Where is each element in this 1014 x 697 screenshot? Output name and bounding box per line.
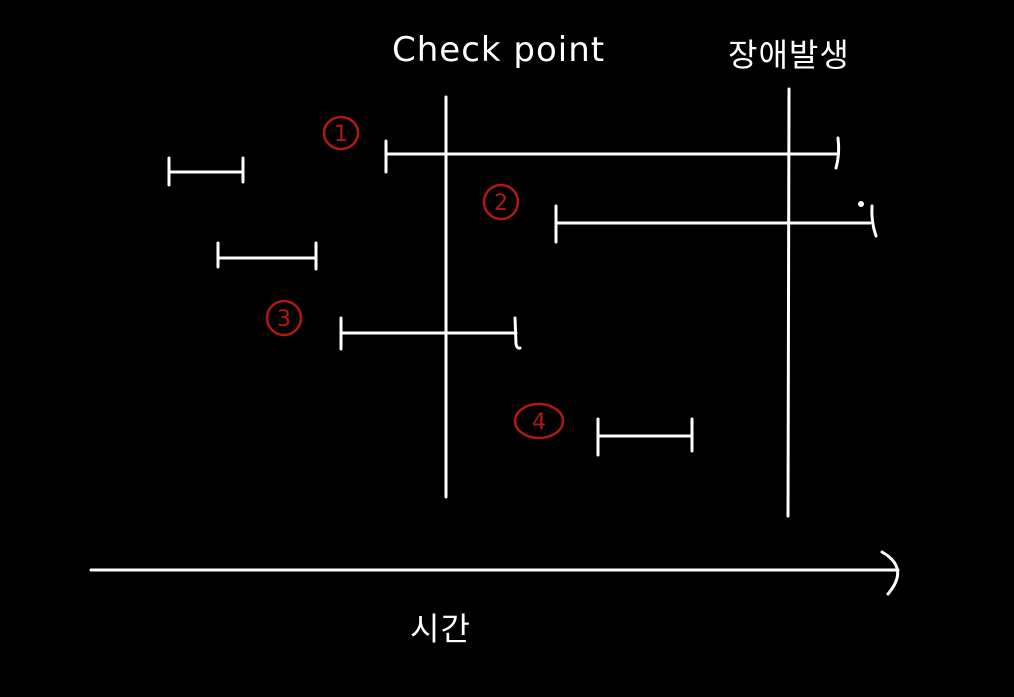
failure-label: 장애발생 xyxy=(728,36,850,74)
transaction-4-span xyxy=(596,417,694,457)
transaction-2-span xyxy=(554,201,878,244)
checkpoint-label: Check point xyxy=(392,30,606,70)
marker-1-circle xyxy=(322,115,360,151)
marker-2-label: 2 xyxy=(494,191,508,216)
marker-4-label: 4 xyxy=(532,410,546,435)
transaction-early-a xyxy=(167,156,245,187)
transaction-1-span xyxy=(384,136,841,174)
marker-3-circle xyxy=(265,299,303,337)
marker-3-label: 3 xyxy=(277,307,291,332)
time-axis-label: 시간 xyxy=(410,610,471,648)
marker-4-circle xyxy=(513,402,565,440)
marker-2-circle xyxy=(482,183,520,221)
marker-1-label: 1 xyxy=(334,122,348,147)
time-axis-arrow xyxy=(89,550,900,596)
transaction-3-span xyxy=(339,316,522,351)
failure-line xyxy=(786,87,791,518)
transaction-early-b xyxy=(216,241,318,271)
